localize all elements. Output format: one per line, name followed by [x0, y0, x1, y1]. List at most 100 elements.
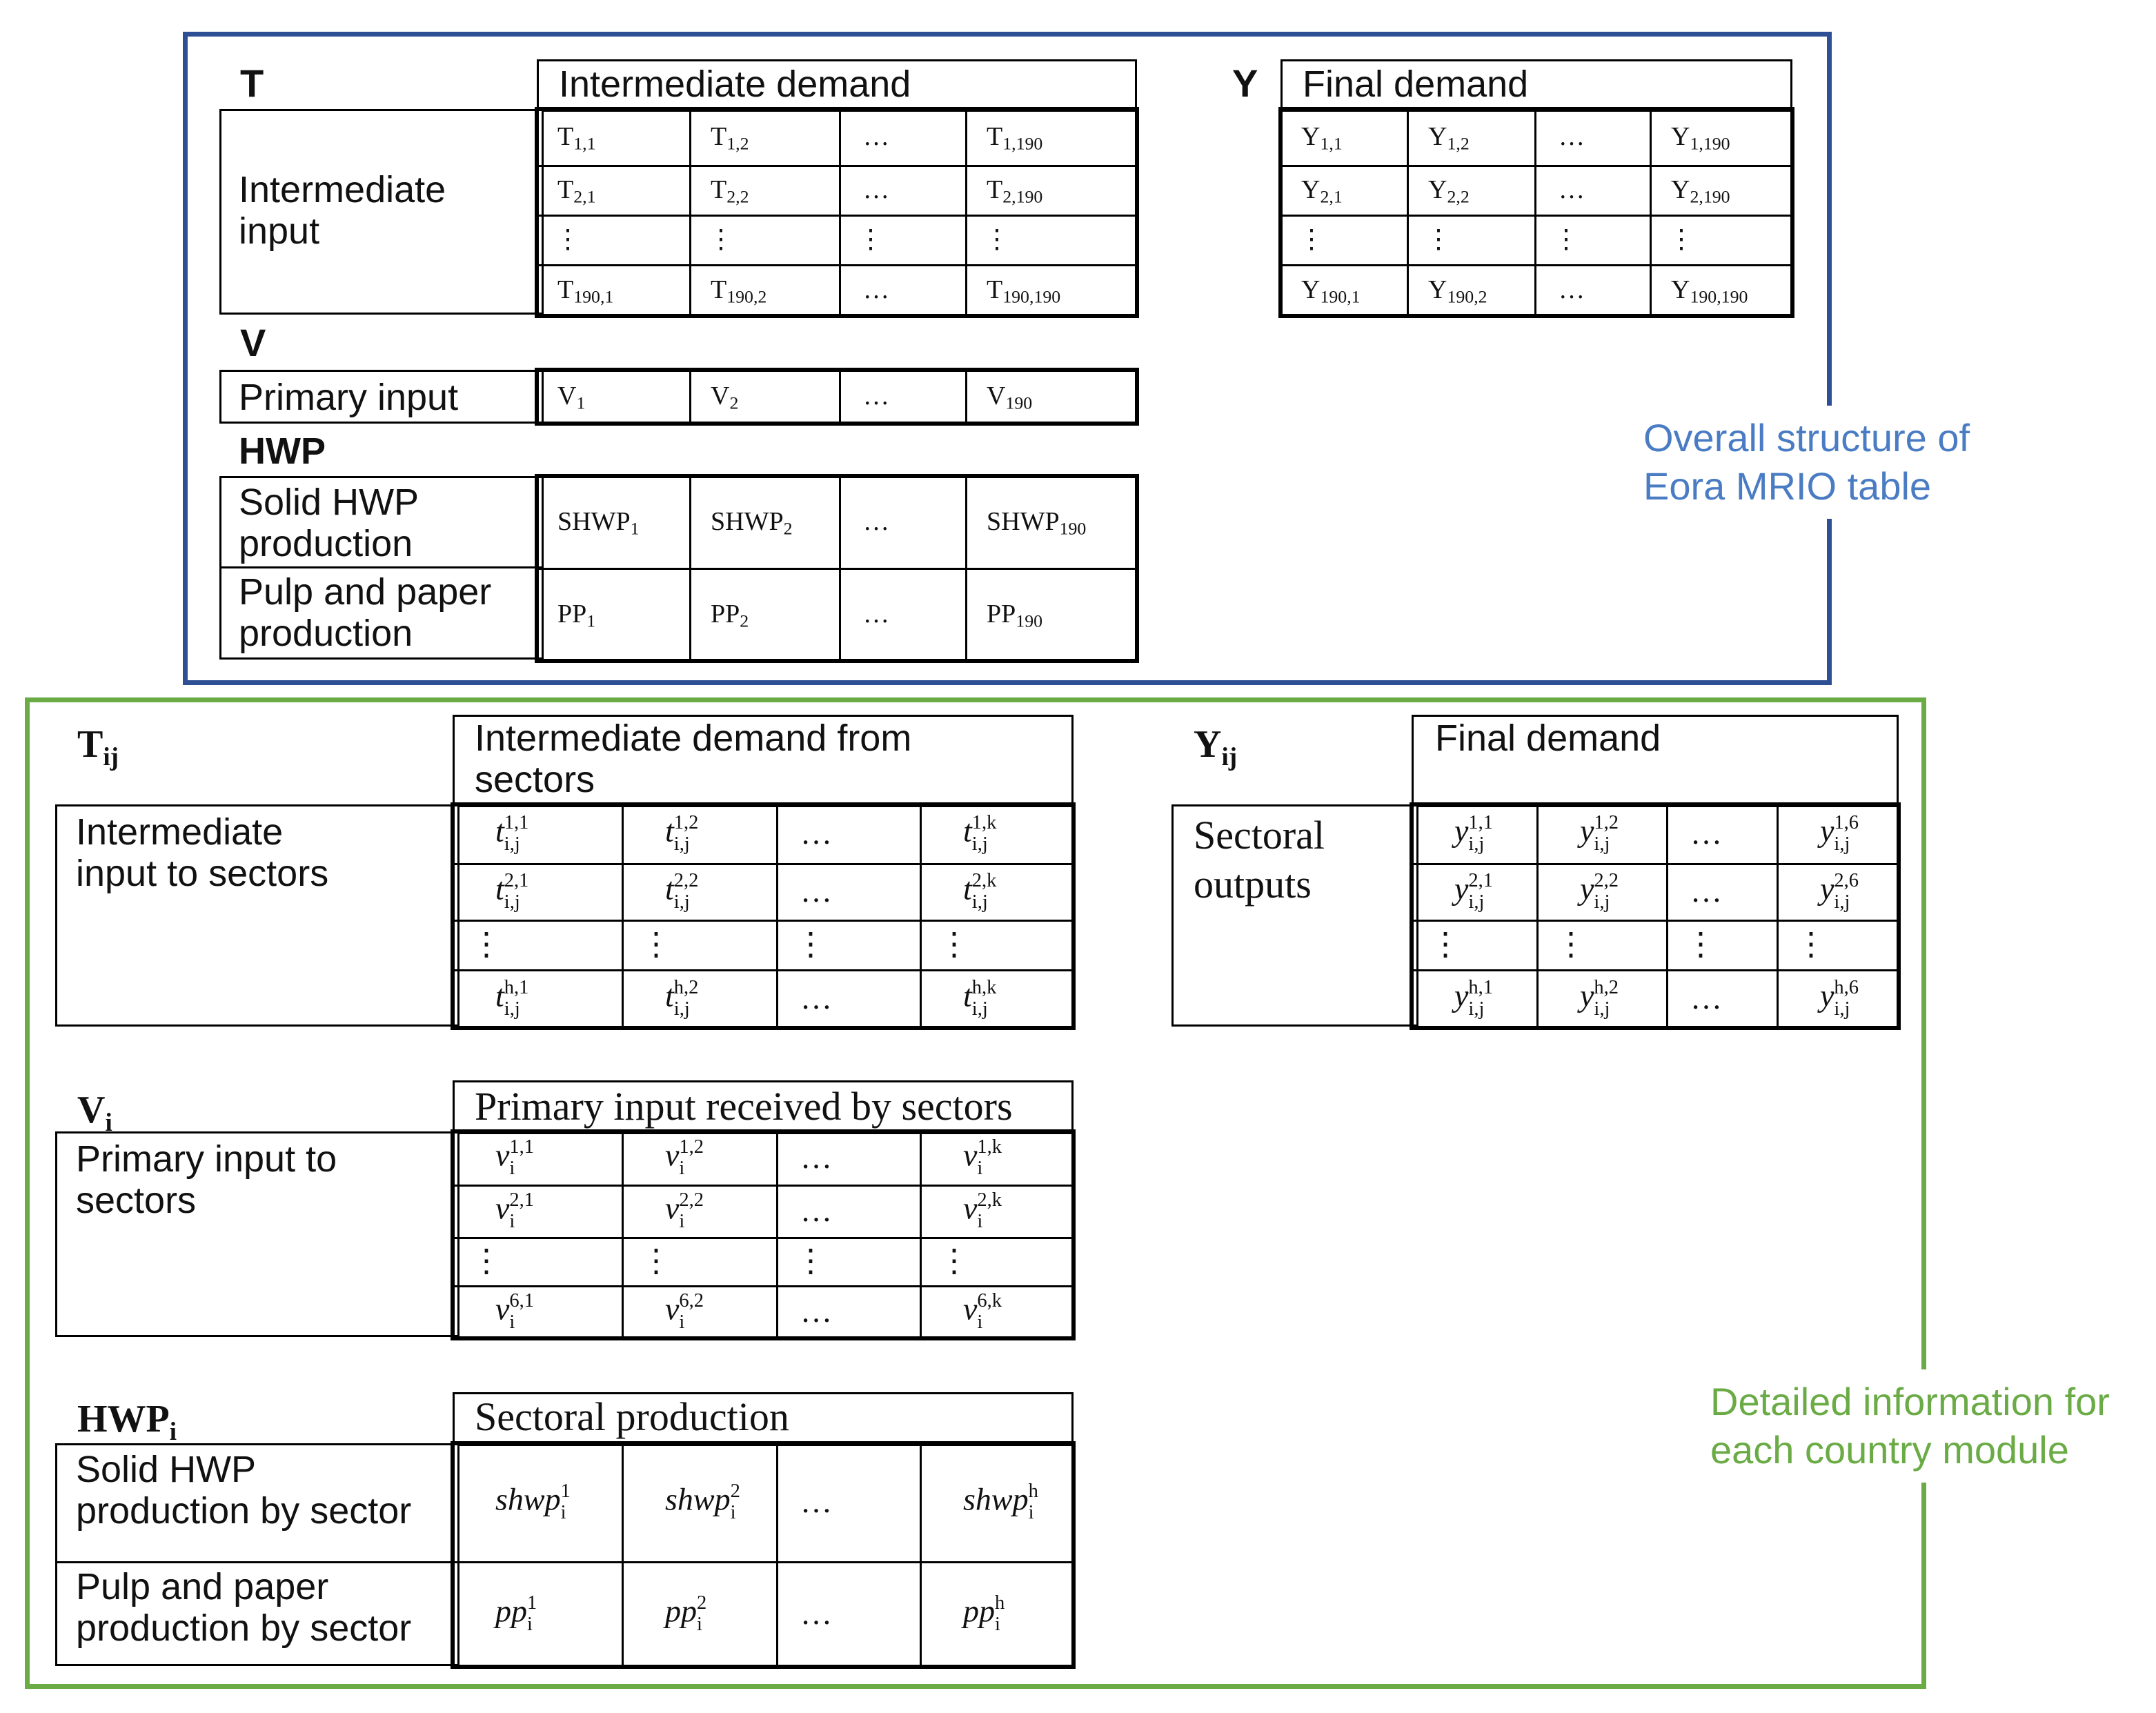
- y-header-box: [1280, 59, 1792, 112]
- vi-row-label-line-1: Primary input to: [76, 1138, 337, 1180]
- cell-symbol: …: [800, 873, 832, 909]
- yij-header-label: Final demand: [1435, 717, 1661, 759]
- y-grid-border: [1278, 107, 1794, 318]
- cell-symbol: y: [1580, 871, 1594, 907]
- grid-divider-vertical: [689, 370, 691, 424]
- grid-divider-vertical: [1536, 804, 1539, 1028]
- yij-cell: …: [1690, 817, 1722, 849]
- cell-subscript: i,j: [504, 891, 520, 913]
- tij-row-label-line-1: Intermediate: [76, 811, 284, 853]
- cell-index: 2,1: [573, 186, 596, 207]
- grid-divider-horizontal: [1412, 863, 1899, 865]
- cell-symbol: …: [863, 175, 889, 205]
- cell-symbol: …: [1559, 122, 1585, 152]
- cell-symbol: SHWP: [557, 507, 631, 537]
- grid-divider-horizontal: [453, 1561, 1074, 1563]
- grid-divider-horizontal: [537, 568, 1137, 570]
- cell-index: 190,190: [1002, 286, 1061, 307]
- tij-cell: ⋮: [795, 926, 827, 962]
- vi-row-label: Primary input to sectors: [76, 1138, 337, 1222]
- cell-subscript: i: [509, 1211, 515, 1233]
- cell-subscript: i,j: [673, 833, 690, 855]
- cell-symbol: t: [495, 978, 504, 1013]
- v-cell: …: [863, 383, 889, 409]
- cell-symbol: …: [863, 507, 889, 537]
- cell-index: 1,2: [726, 133, 749, 154]
- hwp-cell: PP190: [987, 601, 1042, 630]
- cell-superscript: 2,1: [509, 1189, 535, 1211]
- cell-symbol: Y: [1671, 175, 1690, 205]
- cell-symbol: ⋮: [1298, 225, 1325, 255]
- cell-index: 1,1: [573, 133, 596, 154]
- yij-cell: …: [1690, 982, 1722, 1014]
- cell-symbol: Y: [1671, 275, 1690, 305]
- cell-symbol: …: [800, 1483, 832, 1519]
- vi-symbol-sub: i: [105, 1108, 112, 1137]
- yij-grid-border: [1410, 802, 1901, 1030]
- hwpi-symbol-sub: i: [169, 1417, 177, 1446]
- bottom-legend-line-2: each country module: [1710, 1428, 2069, 1472]
- cell-subscript: i: [1028, 1502, 1034, 1524]
- cell-symbol: y: [1580, 978, 1594, 1013]
- cell-index: 1: [586, 611, 596, 631]
- yij-matrix-symbol: Yij: [1194, 723, 1237, 771]
- cell-subscript: i: [509, 1311, 515, 1334]
- cell-subscript: i,j: [673, 998, 690, 1020]
- overall-structure-frame: [183, 32, 1832, 685]
- cell-subscript: i,j: [673, 891, 690, 913]
- cell-index: 1,190: [1690, 133, 1730, 154]
- tij-cell: ⋮: [640, 928, 672, 960]
- cell-symbol: T: [987, 122, 1003, 152]
- yij-row-label-line-1: Sectoral: [1194, 813, 1325, 858]
- cell-symbol: …: [1690, 980, 1722, 1016]
- vi-cell: ⋮: [471, 1245, 502, 1277]
- vi-cell: …: [800, 1295, 832, 1327]
- cell-symbol: t: [495, 813, 504, 849]
- grid-divider-vertical: [1407, 109, 1409, 316]
- vi-grid-border: [451, 1129, 1076, 1340]
- cell-symbol: pp: [495, 1593, 527, 1629]
- cell-symbol: SHWP: [711, 507, 784, 537]
- cell-superscript: 2: [730, 1481, 740, 1503]
- hwp-row-label-1-line-1: Solid HWP: [239, 482, 419, 523]
- cell-index: 190: [1016, 611, 1043, 631]
- cell-subscript: i,j: [1834, 998, 1850, 1020]
- tij-row-label-box: [55, 804, 459, 1027]
- cell-subscript: i,j: [504, 998, 520, 1020]
- cell-superscript: 1,1: [1468, 812, 1494, 834]
- cell-index: 1: [630, 518, 640, 539]
- cell-subscript: i,j: [504, 833, 520, 855]
- vi-cell: ⋮: [640, 1245, 672, 1277]
- cell-subscript: i: [697, 1614, 702, 1636]
- cell-symbol: v: [495, 1291, 510, 1327]
- cell-symbol: T: [711, 175, 727, 205]
- hwpi-row-label-1: Solid HWP production by sector: [76, 1449, 411, 1532]
- cell-symbol: ⋮: [1555, 926, 1587, 962]
- hwpi-row-label-1-line-2: production by sector: [76, 1490, 412, 1532]
- cell-symbol: ⋮: [640, 1242, 672, 1278]
- v-matrix-symbol: V: [240, 321, 266, 364]
- y-cell: …: [1559, 123, 1585, 150]
- cell-superscript: 1: [560, 1481, 571, 1503]
- cell-symbol: t: [963, 871, 972, 907]
- cell-symbol: ⋮: [795, 1242, 827, 1278]
- tij-row-label: Intermediate input to sectors: [76, 811, 328, 895]
- cell-symbol: …: [863, 275, 889, 305]
- hwpi-cell: …: [800, 1483, 832, 1519]
- t-cell: T2,1: [557, 177, 596, 206]
- t-matrix-symbol: T: [240, 61, 264, 105]
- cell-superscript: 2,k: [977, 1189, 1002, 1211]
- cell-symbol: ⋮: [795, 926, 827, 962]
- cell-index: 2,1: [1320, 186, 1343, 207]
- tij-header-box: [453, 715, 1074, 807]
- cell-symbol: ⋮: [1553, 225, 1579, 255]
- cell-symbol: v: [665, 1137, 680, 1173]
- t-cell: ⋮: [984, 226, 1010, 253]
- cell-symbol: …: [800, 980, 832, 1016]
